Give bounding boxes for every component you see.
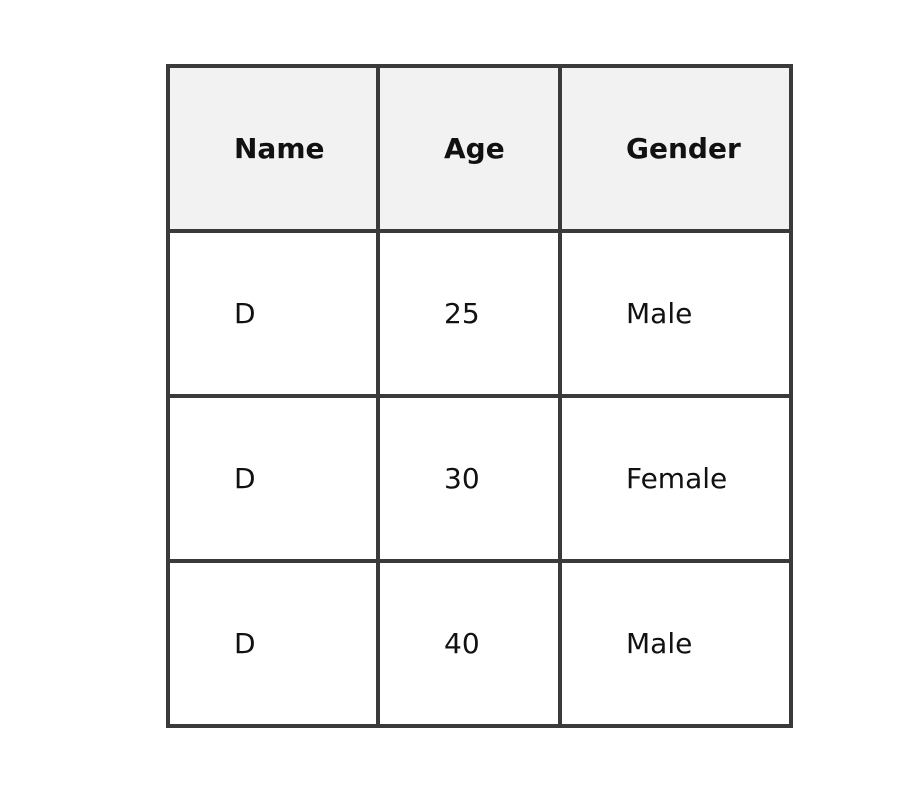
cell-age: 30: [376, 394, 562, 563]
cell-name: D: [166, 229, 380, 398]
table-header-row: Name Age Gender: [166, 64, 793, 233]
data-table: Name Age Gender D 25 Male D 30 Female D …: [166, 64, 793, 728]
table-row: D 30 Female: [166, 394, 793, 563]
column-header-gender: Gender: [558, 64, 793, 233]
cell-gender: Male: [558, 229, 793, 398]
cell-name: D: [166, 559, 380, 728]
cell-gender: Female: [558, 394, 793, 563]
table-row: D 25 Male: [166, 229, 793, 398]
cell-name: D: [166, 394, 380, 563]
cell-age: 25: [376, 229, 562, 398]
table-row: D 40 Male: [166, 559, 793, 728]
column-header-age: Age: [376, 64, 562, 233]
column-header-name: Name: [166, 64, 380, 233]
cell-age: 40: [376, 559, 562, 728]
cell-gender: Male: [558, 559, 793, 728]
data-table-container: Name Age Gender D 25 Male D 30 Female D …: [166, 64, 793, 728]
